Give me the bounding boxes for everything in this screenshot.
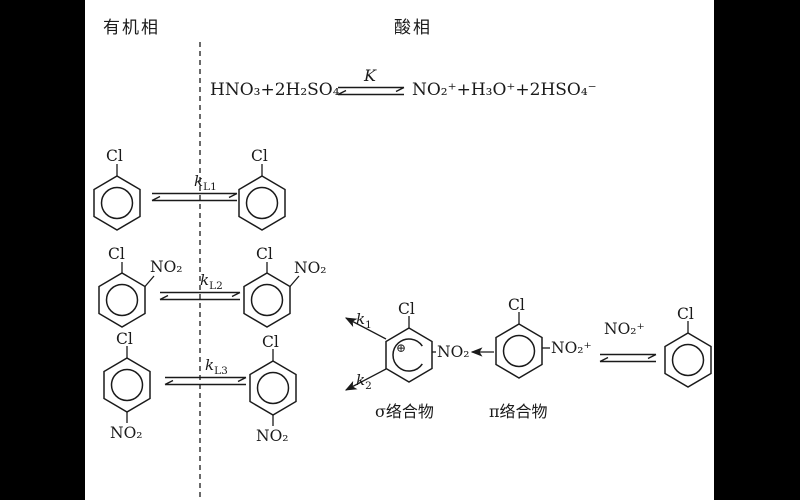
organic-phase-label: 有机相 [103, 18, 160, 38]
kl2-base: k [200, 271, 210, 289]
kl3-base: k [205, 356, 215, 374]
kl1-base: k [194, 172, 204, 190]
cl-label-row1-acid: Cl [251, 147, 268, 165]
equilibrium-arrows [151, 86, 657, 386]
cl-label-row3-organic: Cl [116, 330, 133, 348]
benzene-ring-chlorobenzene-right [664, 332, 712, 388]
k2-label: k2 [356, 371, 372, 392]
k2-base: k [356, 371, 366, 389]
equation-reactants: HNO₃+2H₂SO₄ [210, 80, 340, 100]
equilibrium-arrow-main-equation [337, 86, 405, 96]
k2-arrow [344, 368, 387, 391]
kl2-sub: L2 [209, 280, 223, 292]
pi-complex-label: π络合物 [489, 402, 548, 421]
benzene-ring-chlorobenzene-organic [93, 175, 141, 231]
benzene-ring-chlorobenzene-acid [238, 175, 286, 231]
equation-products: NO₂⁺+H₃O⁺+2HSO₄⁻ [412, 80, 597, 100]
cl-label-row1-organic: Cl [106, 147, 123, 165]
kl1-label: kL1 [194, 172, 217, 193]
benzene-ring-para-chloronitrobenzene-acid [249, 360, 297, 416]
left-black-border [0, 0, 85, 500]
no2plus-label-pi-complex: NO₂⁺ [551, 339, 592, 357]
k1-base: k [356, 310, 366, 328]
cl-label-row2-acid: Cl [256, 245, 273, 263]
cl-label-row3-acid: Cl [262, 333, 279, 351]
cl-label-sigma-complex: Cl [398, 300, 415, 318]
benzene-ring-pi-complex [495, 323, 543, 379]
free-nitronium-label: NO₂⁺ [604, 320, 645, 338]
kl2-label: kL2 [200, 271, 223, 292]
no2-label-row3-acid: NO₂ [256, 427, 289, 445]
cl-label-pi-complex: Cl [508, 296, 525, 314]
benzene-ring-ortho-chloronitrobenzene-acid [243, 272, 291, 328]
cl-label-row2-organic: Cl [108, 245, 125, 263]
equilibrium-arrow-kl3 [164, 376, 247, 386]
sigma-complex-label: σ络合物 [375, 402, 434, 421]
k1-label: k1 [356, 310, 372, 331]
benzene-ring-ortho-chloronitrobenzene-organic [98, 272, 146, 328]
right-black-border [714, 0, 800, 500]
cl-label-chlorobenzene-right: Cl [677, 305, 694, 323]
equilibrium-constant-label: K [364, 66, 376, 85]
acid-phase-label: 酸相 [394, 18, 432, 38]
kl3-label: kL3 [205, 356, 228, 377]
k1-arrow [344, 317, 387, 340]
plus-charge-icon: ⊕ [396, 341, 407, 355]
k1-sub: 1 [365, 319, 372, 331]
equilibrium-arrow-kl1 [151, 192, 238, 202]
kl3-sub: L3 [214, 365, 228, 377]
equilibrium-arrow-kl2 [159, 291, 241, 301]
no2-label-sigma-complex: NO₂ [437, 343, 470, 361]
benzene-ring-para-chloronitrobenzene-organic [103, 357, 151, 413]
bond-lines [116, 164, 689, 426]
no2-label-row3-organic: NO₂ [110, 424, 143, 442]
k2-sub: 2 [365, 380, 372, 392]
no2-label-row2-organic: NO₂ [150, 258, 183, 276]
sigma-complex-ring [385, 327, 433, 383]
no2-label-row2-acid: NO₂ [294, 259, 327, 277]
equilibrium-arrow-nitronium [599, 353, 657, 363]
kl1-sub: L1 [203, 181, 217, 193]
